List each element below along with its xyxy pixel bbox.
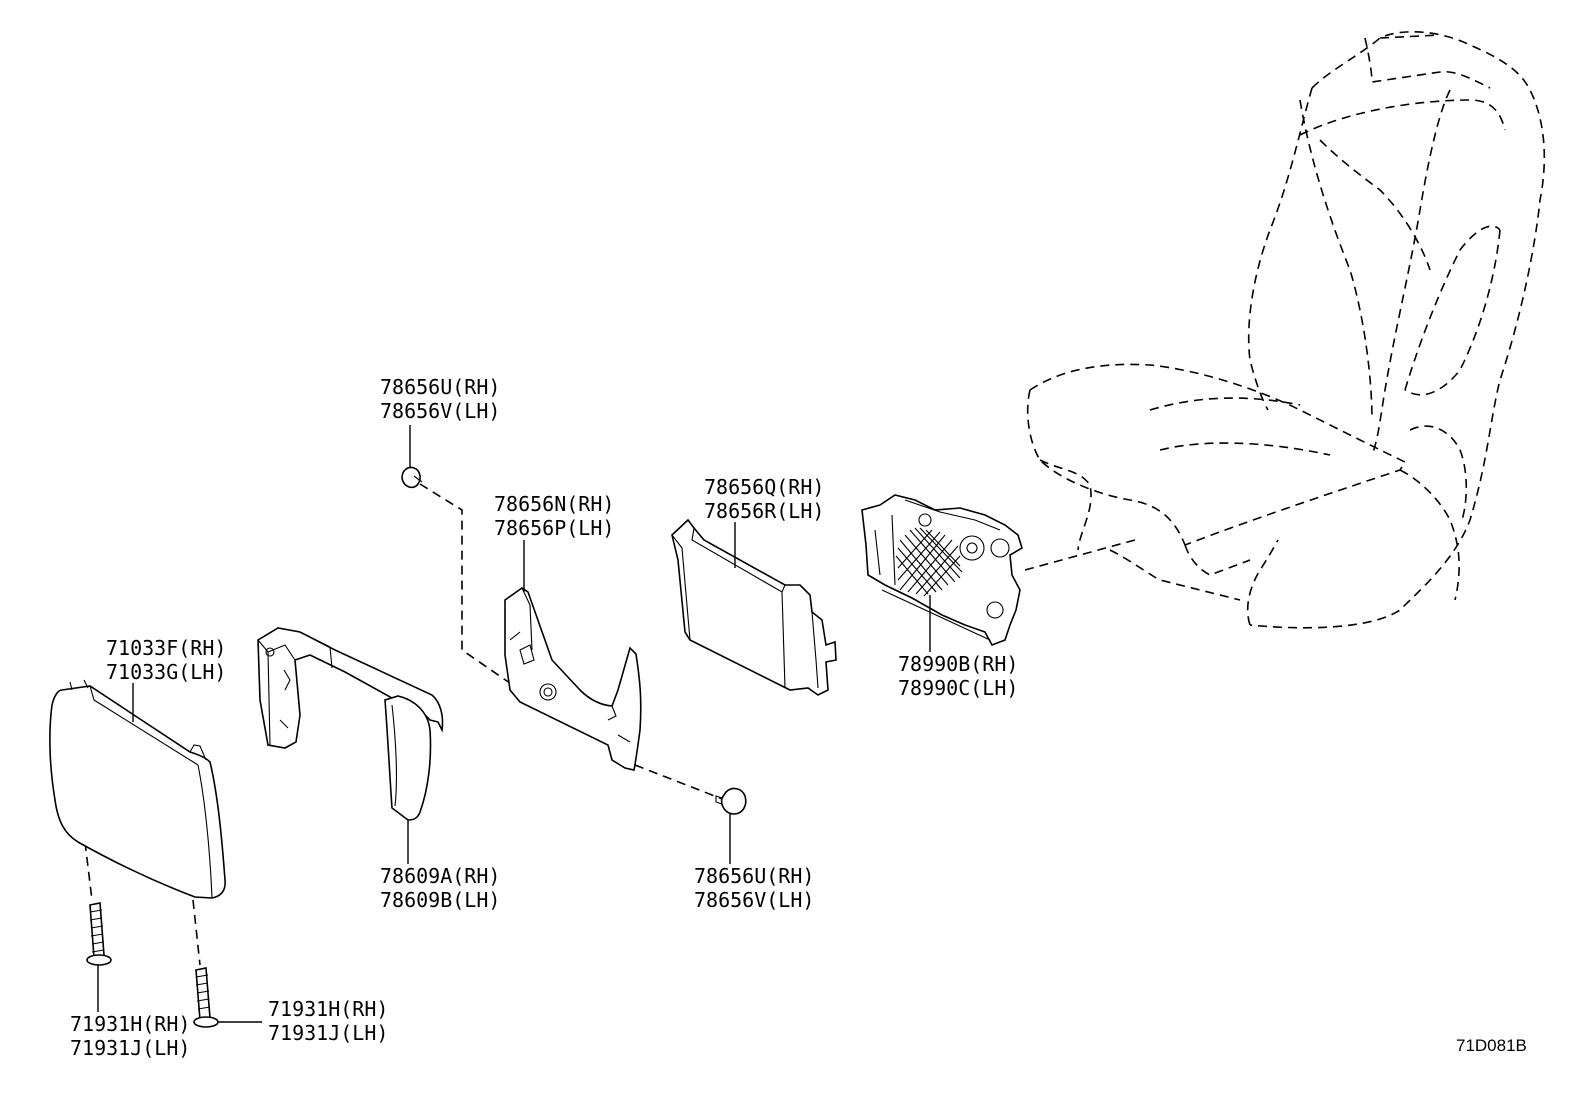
callout-78656q-lh: 78656R(LH) — [704, 499, 825, 523]
callout-78656u-bottom-lh: 78656V(LH) — [694, 888, 815, 912]
callout-78990b-rh: 78990B(RH) — [898, 652, 1019, 676]
assembly-dashed-lines — [84, 483, 1136, 966]
callout-78656q-rh: 78656Q(RH) — [704, 475, 825, 499]
callout-78656u-bottom-rh: 78656U(RH) — [694, 864, 815, 888]
callout-71033f-lh: 71033G(LH) — [106, 660, 227, 684]
figure-code: 71D081B — [1456, 1036, 1527, 1055]
callout-78656u-bottom: 78656U(RH) 78656V(LH) — [694, 864, 814, 912]
callout-78656u-top: 78656U(RH) 78656V(LH) — [380, 375, 500, 423]
screw-71931h-right — [193, 967, 219, 1028]
callout-leaders — [97, 425, 931, 1023]
callout-71931h-right-rh: 71931H(RH) — [268, 997, 389, 1021]
screw-71931h-left — [86, 902, 112, 966]
callout-71931h-left-rh: 71931H(RH) — [70, 1012, 191, 1036]
callout-78609a-rh: 78609A(RH) — [380, 864, 501, 888]
callout-78656q: 78656Q(RH) 78656R(LH) — [704, 475, 824, 523]
bracket-cover-78609a — [257, 627, 444, 821]
callout-71931h-right-lh: 71931J(LH) — [268, 1021, 389, 1045]
callout-78656n: 78656N(RH) 78656P(LH) — [494, 492, 614, 540]
callout-78656u-top-rh: 78656U(RH) — [380, 375, 501, 399]
callout-71931h-left-lh: 71931J(LH) — [70, 1036, 191, 1060]
callout-78609a-lh: 78609B(LH) — [380, 888, 501, 912]
callout-78656u-top-lh: 78656V(LH) — [380, 399, 501, 423]
callout-71931h-right: 71931H(RH) 71931J(LH) — [268, 997, 388, 1045]
callout-78990b: 78990B(RH) 78990C(LH) — [898, 652, 1018, 700]
side-cover-71033f — [49, 679, 226, 899]
callout-78609a: 78609A(RH) 78609B(LH) — [380, 864, 500, 912]
callout-71931h-left: 71931H(RH) 71931J(LH) — [70, 1012, 190, 1060]
cover-panel-78656q — [671, 518, 837, 696]
callout-71033f: 71033F(RH) 71033G(LH) — [106, 636, 226, 684]
callout-78656n-lh: 78656P(LH) — [494, 516, 615, 540]
callout-71033f-rh: 71033F(RH) — [106, 636, 227, 660]
seat-phantom-outline — [1026, 31, 1546, 629]
trim-panel-78656n — [504, 587, 642, 771]
clip-78656u-top — [401, 466, 423, 489]
clip-78656u-bottom — [715, 787, 747, 815]
callout-78656n-rh: 78656N(RH) — [494, 492, 615, 516]
mechanism-78990b — [861, 494, 1023, 646]
callout-78990b-lh: 78990C(LH) — [898, 676, 1019, 700]
